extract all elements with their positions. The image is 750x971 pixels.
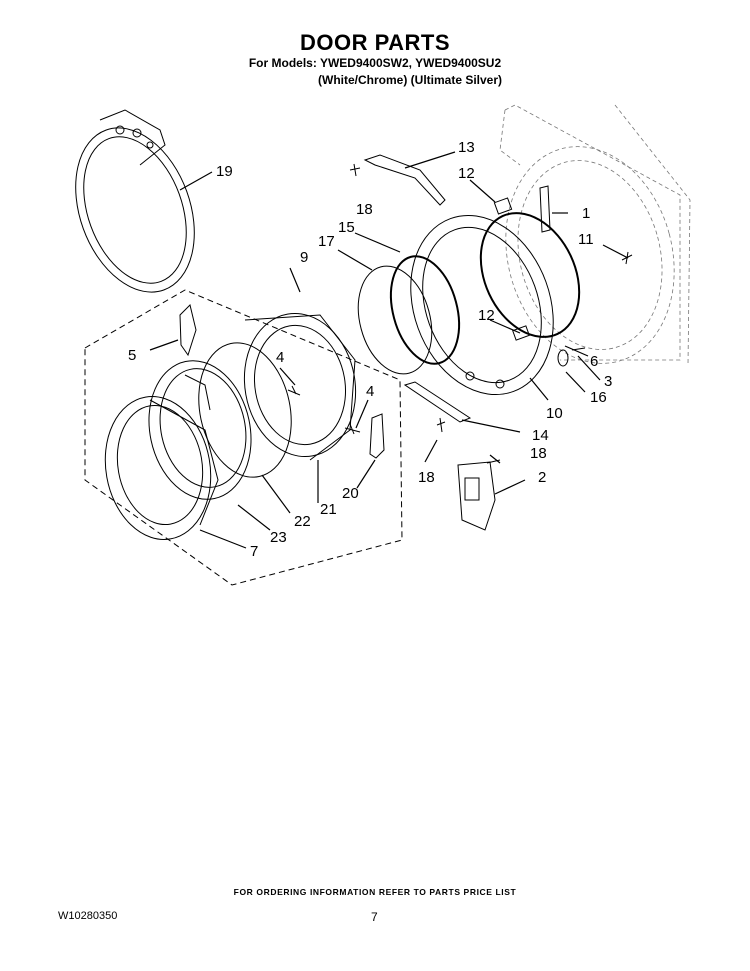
part-10-door-frame — [410, 214, 554, 396]
part-20-bracket — [369, 413, 385, 459]
callout-21: 21 — [320, 501, 337, 518]
callout-numbers: 19 13 12 18 1 11 15 17 9 12 5 4 6 3 16 4… — [128, 139, 612, 560]
part-15-gasket — [389, 255, 461, 365]
page-title: DOOR PARTS — [299, 30, 451, 55]
part-12-latch-lower — [512, 325, 530, 341]
callout-6: 6 — [590, 353, 598, 370]
callout-18-top: 18 — [356, 201, 373, 218]
part-6-gasket-ring — [479, 212, 581, 338]
callout-9: 9 — [300, 249, 308, 266]
callout-12-upper: 12 — [458, 165, 475, 182]
leader-lines — [149, 151, 629, 549]
part-14-bar — [403, 381, 472, 423]
callout-18-bottom: 18 — [418, 469, 435, 486]
callout-11: 11 — [578, 231, 594, 248]
part-13-handle — [363, 154, 446, 206]
callout-4-lower: 4 — [366, 383, 374, 400]
part-16-ring — [557, 349, 569, 367]
callout-4-upper: 4 — [276, 349, 284, 366]
door-assembly-box — [84, 289, 403, 586]
callout-2: 2 — [538, 469, 546, 486]
part-7-outer-door-ring — [104, 396, 219, 540]
cabinet-front-outline — [499, 104, 691, 366]
colors-line: (White/Chrome) (Ultimate Silver) — [318, 73, 503, 87]
part-1-strip — [539, 185, 551, 233]
callout-1: 1 — [582, 205, 590, 222]
document-number: W10280350 — [58, 910, 118, 922]
callout-22: 22 — [294, 513, 311, 530]
part-23-door-frame — [148, 360, 252, 500]
callout-7: 7 — [250, 543, 258, 560]
part-21-inner-door — [243, 312, 357, 461]
callout-3: 3 — [604, 373, 612, 390]
part-12-latch-upper — [493, 197, 513, 215]
callout-15: 15 — [338, 219, 355, 236]
callout-13: 13 — [458, 139, 475, 156]
page-number: 7 — [371, 910, 378, 924]
callout-10: 10 — [546, 405, 563, 422]
part-5-hinge-cover — [179, 304, 197, 357]
callout-19: 19 — [216, 163, 233, 180]
part-17-inner-glass — [357, 265, 433, 375]
callout-17: 17 — [318, 233, 335, 250]
callout-16: 16 — [590, 389, 607, 406]
part-22-glass-retainer — [198, 342, 292, 478]
callout-5: 5 — [128, 347, 136, 364]
callout-23: 23 — [270, 529, 287, 546]
part-4-screws — [287, 385, 361, 435]
models-line: For Models: YWED9400SW2, YWED9400SU2 — [248, 56, 502, 70]
callout-14: 14 — [532, 427, 549, 444]
part-19-seal-ring — [75, 109, 195, 293]
callout-20: 20 — [342, 485, 359, 502]
part-2-latch-assembly — [457, 461, 496, 531]
callout-12-lower: 12 — [478, 307, 495, 324]
callout-18-right: 18 — [530, 445, 547, 462]
ordering-note: FOR ORDERING INFORMATION REFER TO PARTS … — [233, 887, 517, 897]
